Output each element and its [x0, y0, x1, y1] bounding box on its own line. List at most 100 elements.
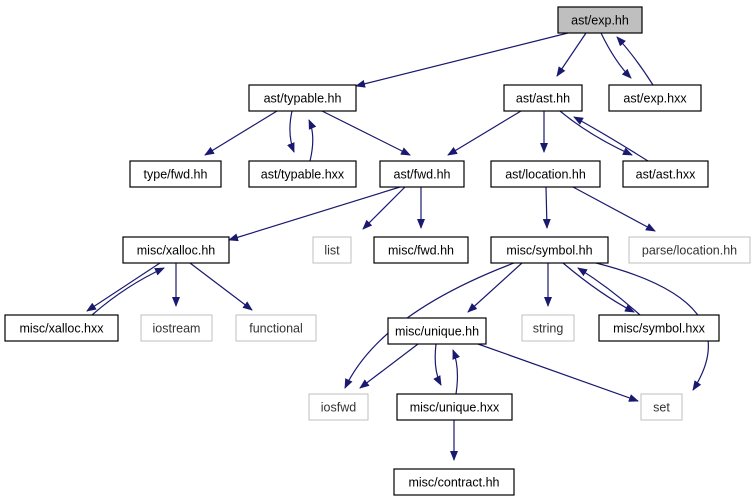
node-box [622, 160, 709, 188]
node-label: ast/exp.hxx [623, 92, 687, 106]
edge-ast-exp-hh-to-ast-ast-hh [556, 32, 587, 77]
node-ast-ast-hh[interactable]: ast/ast.hh [503, 84, 583, 112]
node-box [248, 84, 357, 112]
node-misc-xalloc-hh[interactable]: misc/xalloc.hh [122, 236, 230, 264]
edge-ast-typable-hh-to-ast-fwd-hh [321, 110, 411, 156]
edge-misc-symbol-hh-to-set [595, 262, 709, 391]
node-type-fwd-hh[interactable]: type/fwd.hh [129, 160, 222, 188]
node-misc-symbol-hh[interactable]: misc/symbol.hh [490, 236, 609, 264]
node-label: ast/typable.hxx [261, 168, 345, 182]
edge-ast-typable-hxx-to-ast-typable-hh [308, 119, 317, 162]
node-misc-fwd-hh[interactable]: misc/fwd.hh [373, 236, 469, 264]
node-label: ast/fwd.hh [394, 168, 451, 182]
node-label: misc/xalloc.hxx [19, 322, 104, 336]
node-label: misc/symbol.hh [506, 244, 592, 258]
node-box [308, 393, 369, 421]
edge-misc-unique-hh-to-iosfwd [359, 343, 419, 389]
edge-misc-unique-hh-to-set [477, 343, 639, 402]
node-ast-exp-hh[interactable]: ast/exp.hh [557, 6, 643, 34]
node-box [490, 236, 609, 264]
node-box [140, 314, 213, 342]
node-box [387, 317, 487, 345]
edges-layer [86, 32, 709, 461]
node-list: list [312, 236, 352, 264]
node-box [373, 236, 469, 264]
node-ast-fwd-hh[interactable]: ast/fwd.hh [379, 160, 465, 188]
node-label: ast/typable.hh [264, 92, 342, 106]
node-label: string [533, 322, 564, 336]
node-label: iosfwd [321, 401, 356, 415]
node-set: set [640, 393, 683, 421]
edge-misc-symbol-hxx-to-misc-symbol-hh [577, 267, 641, 316]
node-functional: functional [235, 314, 317, 342]
node-label: ast/location.hh [505, 168, 586, 182]
node-parse-location-hh: parse/location.hh [628, 236, 751, 264]
edge-misc-unique-hh-to-misc-unique-hxx [433, 343, 442, 386]
node-box [312, 236, 352, 264]
node-label: iostream [153, 322, 201, 336]
edge-ast-exp-hh-to-ast-typable-hh [355, 32, 569, 88]
edge-ast-typable-hh-to-ast-typable-hxx [287, 110, 295, 153]
node-box [640, 393, 683, 421]
nodes-layer: ast/exp.hh ast/typable.hh ast/ast.hh ast/ex… [4, 6, 751, 496]
node-label: ast/exp.hh [571, 14, 629, 28]
node-string: string [521, 314, 575, 342]
node-box [235, 314, 317, 342]
edge-ast-exp-hh-to-ast-exp-hxx [600, 32, 632, 79]
node-box [379, 160, 465, 188]
node-ast-typable-hh[interactable]: ast/typable.hh [248, 84, 357, 112]
edge-misc-symbol-hh-to-misc-symbol-hxx [562, 262, 635, 313]
node-box [598, 314, 720, 342]
node-label: list [324, 244, 340, 258]
edge-ast-fwd-hh-to-list [362, 186, 406, 230]
node-label: misc/contract.hh [408, 476, 499, 490]
node-box [396, 393, 513, 421]
node-box [129, 160, 222, 188]
node-box [4, 314, 119, 342]
node-label: set [653, 401, 670, 415]
node-box [248, 160, 357, 188]
node-ast-location-hh[interactable]: ast/location.hh [490, 160, 601, 188]
edge-misc-xalloc-hh-to-functional [189, 262, 253, 311]
node-label: misc/symbol.hxx [613, 322, 705, 336]
node-label: functional [249, 322, 303, 336]
edge-misc-unique-hxx-to-misc-unique-hh [452, 349, 460, 395]
node-ast-exp-hxx[interactable]: ast/exp.hxx [608, 84, 702, 112]
edge-ast-exp-hxx-to-ast-exp-hh [616, 36, 654, 86]
node-misc-unique-hh[interactable]: misc/unique.hh [387, 317, 487, 345]
node-box [122, 236, 230, 264]
node-label: type/fwd.hh [144, 168, 208, 182]
edge-ast-ast-hh-to-ast-fwd-hh [447, 110, 522, 156]
node-box [490, 160, 601, 188]
node-box [521, 314, 575, 342]
node-box [393, 468, 515, 496]
edge-misc-xalloc-hh-to-misc-xalloc-hxx [86, 262, 161, 312]
node-label: misc/fwd.hh [388, 244, 454, 258]
edge-ast-ast-hxx-to-ast-ast-hh [573, 116, 649, 162]
node-label: misc/unique.hxx [410, 401, 500, 415]
node-label: misc/unique.hh [395, 325, 479, 339]
node-ast-typable-hxx[interactable]: ast/typable.hxx [248, 160, 357, 188]
node-misc-xalloc-hxx[interactable]: misc/xalloc.hxx [4, 314, 119, 342]
edge-ast-location-hh-to-parse-location-hh [572, 186, 656, 232]
node-label: ast/ast.hxx [636, 168, 696, 182]
edge-ast-ast-hh-to-ast-ast-hxx [559, 110, 633, 156]
node-iosfwd: iosfwd [308, 393, 369, 421]
node-misc-unique-hxx[interactable]: misc/unique.hxx [396, 393, 513, 421]
node-label: misc/xalloc.hh [137, 244, 216, 258]
edge-misc-xalloc-hxx-to-misc-xalloc-hh [91, 267, 165, 316]
node-iostream: iostream [140, 314, 213, 342]
edge-ast-fwd-hh-to-misc-xalloc-hh [228, 186, 401, 242]
node-box [608, 84, 702, 112]
node-box [557, 6, 643, 34]
edge-ast-typable-hh-to-type-fwd-hh [204, 110, 278, 156]
node-box [628, 236, 751, 264]
node-label: ast/ast.hh [516, 92, 570, 106]
edge-ast-location-hh-to-misc-symbol-hh [542, 186, 551, 229]
node-misc-contract-hh[interactable]: misc/contract.hh [393, 468, 515, 496]
node-box [503, 84, 583, 112]
node-ast-ast-hxx[interactable]: ast/ast.hxx [622, 160, 709, 188]
node-misc-symbol-hxx[interactable]: misc/symbol.hxx [598, 314, 720, 342]
edge-misc-symbol-hh-to-misc-unique-hh [467, 262, 523, 313]
